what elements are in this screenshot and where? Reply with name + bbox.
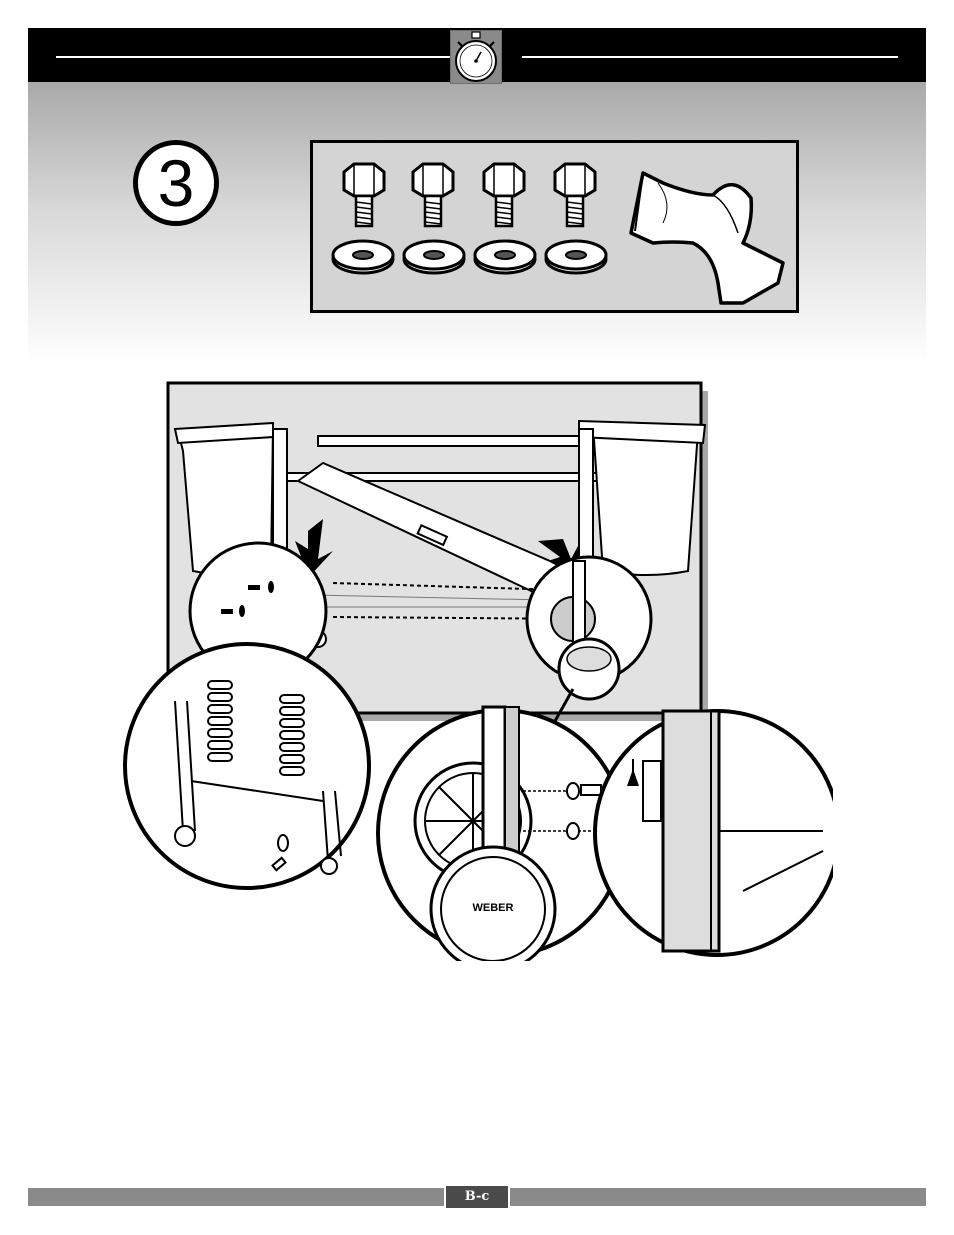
stopwatch-icon (450, 30, 502, 84)
wheel-detail: WEBER (378, 707, 624, 961)
wheel-hub-text: WEBER (473, 902, 514, 914)
page-label: B-c (446, 1186, 508, 1208)
parts-box (310, 140, 799, 313)
footer-bar-right (510, 1188, 926, 1206)
footer-bar-left (28, 1188, 444, 1206)
step-number: 3 (138, 145, 214, 221)
frame-detail (595, 711, 833, 955)
bracket-tool-icon (631, 173, 783, 303)
header-rule-right (522, 56, 898, 58)
header-rule-left (56, 56, 460, 58)
step-number-badge: 3 (133, 140, 219, 226)
flat-washer-icon (333, 241, 606, 273)
hex-bolt-icon (344, 164, 595, 226)
cart-frame-illustration: WEBER (123, 381, 833, 961)
parts-illustration (313, 143, 796, 310)
left-leg-detail (125, 644, 369, 888)
